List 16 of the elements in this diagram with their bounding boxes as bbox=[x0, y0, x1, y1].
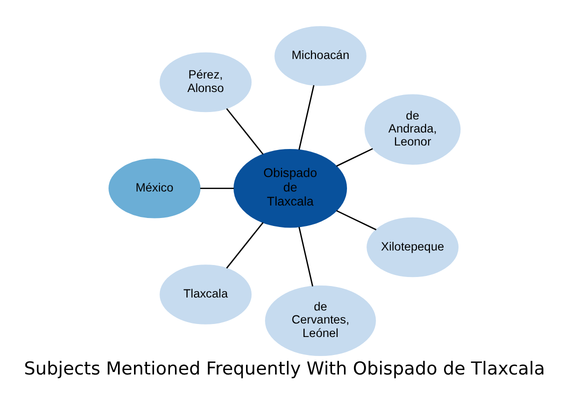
connector bbox=[298, 226, 314, 286]
node-ellipse: de Andrada, Leonor bbox=[364, 94, 461, 165]
connector bbox=[226, 108, 264, 155]
connector bbox=[336, 148, 373, 167]
connector bbox=[298, 85, 314, 150]
node-ellipse: Tlaxcala bbox=[160, 264, 252, 324]
node-ellipse: de Cervantes, Leónel bbox=[265, 286, 376, 356]
node-ellipse: Obispado de Tlaxcala bbox=[234, 148, 347, 228]
node-ellipse: Xilotepeque bbox=[366, 217, 459, 278]
node-ellipse: Michoacán bbox=[274, 26, 366, 86]
connector bbox=[200, 188, 234, 190]
node-ellipse: Pérez, Alonso bbox=[160, 52, 252, 112]
node-ellipse: México bbox=[108, 158, 200, 218]
connector bbox=[336, 210, 376, 230]
connector bbox=[226, 222, 264, 269]
diagram-title: Subjects Mentioned Frequently With Obispado de Tlaxcala bbox=[24, 358, 545, 380]
